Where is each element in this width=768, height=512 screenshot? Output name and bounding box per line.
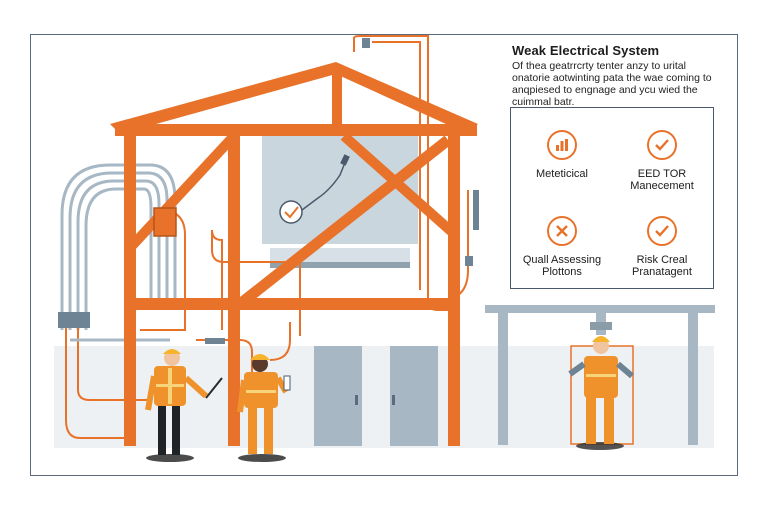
feature-label: Quall Assessing (522, 254, 602, 266)
building-frame (110, 62, 478, 446)
steel-canopy (485, 305, 715, 445)
cross-icon (547, 216, 577, 246)
feature-metrical: Meteticical (511, 130, 613, 180)
diagram-description: Of thea geatrrcrty tenter anzy to urital… (512, 60, 722, 108)
feature-label: Plottons (542, 266, 582, 278)
diagram-title: Weak Electrical System (512, 43, 660, 58)
cable-bundle (60, 163, 177, 330)
check-icon (647, 216, 677, 246)
feature-label: EED TOR (637, 168, 687, 180)
description-line: onatorie aotwinting pata the wae coming … (512, 72, 712, 84)
bar-chart-icon (547, 130, 577, 160)
description-line: cuimmal batr. (512, 96, 575, 108)
power-cables (140, 35, 469, 380)
door-right (390, 346, 438, 446)
door-left (314, 346, 362, 446)
description-line: Of thea geatrrcrty tenter anzy to urital (512, 60, 686, 72)
feature-label: Meteticical (536, 168, 588, 180)
feature-label: Manecement (630, 180, 694, 192)
feature-label: Risk Creal (636, 254, 688, 266)
panel-box (153, 207, 177, 237)
junction-box (58, 312, 90, 328)
check-icon (647, 130, 677, 160)
worker-right (568, 336, 634, 450)
worker-left (145, 349, 223, 462)
description-line: anqpiesed to engnage and ycu wied the (512, 84, 698, 96)
inspection-check-icon (279, 200, 303, 224)
feature-label: Pranatagent (632, 266, 692, 278)
worker-middle (237, 354, 291, 462)
